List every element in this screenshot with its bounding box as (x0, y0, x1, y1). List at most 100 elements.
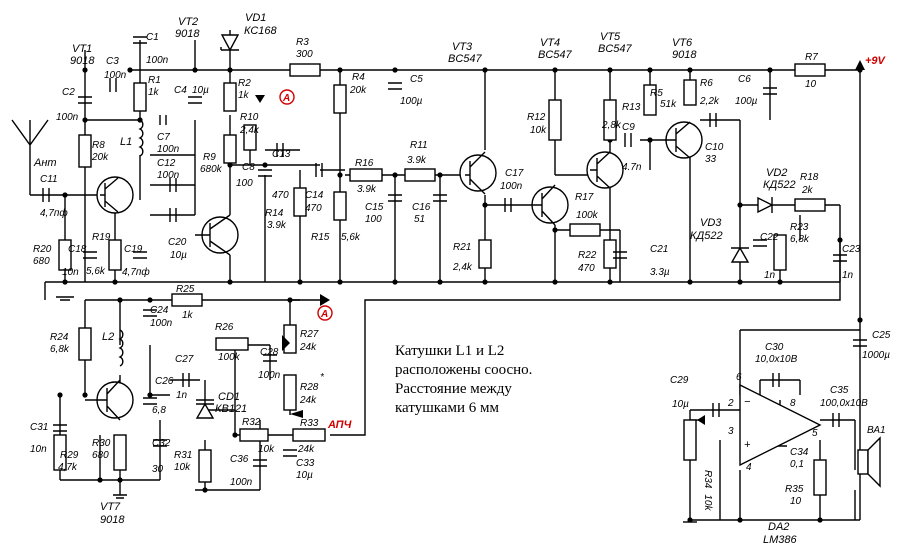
note-line-2: расположены соосно. (395, 362, 532, 378)
vd1-val: КС168 (244, 25, 278, 37)
c15-val: 100 (365, 214, 382, 225)
r12-val: 10k (530, 125, 547, 136)
r9-ref: R9 (203, 152, 216, 163)
c5-val: 100µ (400, 96, 423, 107)
diode-vd2 (757, 196, 774, 214)
c16-ref: C16 (412, 202, 431, 213)
capacitor-c25 (853, 339, 867, 347)
r1-ref: R1 (148, 75, 161, 86)
c34-ref: C34 (790, 447, 809, 458)
vt7-val: 9018 (100, 514, 125, 526)
r28-val: 24k (299, 395, 317, 406)
capacitor-c17 (504, 198, 512, 212)
resistor-r35 (813, 459, 827, 496)
vd2-ref: VD2 (766, 167, 787, 179)
resistor-r19 (108, 239, 122, 271)
c2-val: 100n (56, 112, 79, 123)
r8-val: 20k (91, 152, 109, 163)
capacitor-c19 (133, 251, 147, 259)
vt5-val: BC547 (598, 43, 633, 55)
capacitor-c20 (169, 208, 177, 222)
capacitor-c32 (153, 439, 167, 447)
r35-ref: R35 (785, 484, 804, 495)
vt3-val: BC547 (448, 53, 483, 65)
l2-ref: L2 (102, 331, 114, 343)
r17-val: 100k (576, 210, 599, 221)
capacitor-c13 (276, 143, 284, 157)
r27-val: 24k (299, 342, 317, 353)
capacitor-c18 (83, 251, 97, 259)
c11-val: 4,7пф (40, 207, 68, 219)
transistor-vt5 (586, 151, 624, 189)
r15-val: 5,6k (341, 232, 361, 243)
c9-ref: C9 (622, 122, 635, 133)
c20-ref: C20 (168, 237, 187, 248)
inductor-l1 (138, 119, 144, 157)
c21-val: 3.3µ (650, 267, 670, 278)
inductors (118, 119, 144, 367)
resistor-r21 (478, 239, 492, 269)
r19-ref: R19 (92, 232, 111, 243)
c7-ref: C7 (157, 132, 170, 143)
r29-val: 4,7k (58, 462, 78, 473)
resistor-r1 (133, 82, 147, 112)
r6-ref: R6 (700, 78, 713, 89)
capacitor-c2 (78, 96, 92, 104)
ic-type: LM386 (763, 534, 798, 546)
vt2-val: 9018 (175, 28, 200, 40)
c12-ref: C12 (157, 158, 176, 169)
r20-ref: R20 (33, 244, 52, 255)
transistor-vt4 (530, 184, 569, 226)
r14-val: 3.9k (267, 220, 287, 231)
c8-ref: C8 (242, 162, 255, 173)
r32-val: 10k (258, 444, 275, 455)
vd1-ref: VD1 (245, 12, 266, 24)
c28-val: 100n (258, 370, 281, 381)
resistor-r5 (643, 84, 657, 116)
capacitor-c29 (712, 403, 720, 417)
vt4-ref: VT4 (540, 37, 560, 49)
capacitor-c27 (182, 373, 190, 387)
c27-ref: C27 (175, 354, 194, 365)
r31-val: 10k (174, 462, 191, 473)
c29-val: 10µ (672, 399, 689, 410)
r26-val: 100k (218, 352, 241, 363)
resistor-r13 (603, 99, 617, 141)
afc-label: АПЧ (327, 419, 352, 431)
l1-ref: L1 (120, 136, 132, 148)
c10-val: 33 (705, 154, 717, 165)
vt1-val: 9018 (70, 55, 95, 67)
r28-ref: R28 (300, 382, 319, 393)
r5-ref-2: R5 (650, 88, 663, 99)
r13-val: 2,8k (601, 120, 622, 131)
resistor-r8 (78, 134, 92, 168)
note-line-4: катушками 6 мм (395, 400, 499, 416)
c11-ref: C11 (40, 174, 58, 185)
ic-pin5: 5 (812, 428, 818, 439)
resistor-r3 (289, 63, 321, 77)
marker-a-top: A (279, 89, 295, 105)
capacitor-c7 (159, 115, 167, 125)
c34-val: 0,1 (790, 459, 804, 470)
r10-val: 2,4k (239, 125, 260, 136)
c17-val: 100n (500, 181, 523, 192)
transistor-vt2 (195, 214, 239, 256)
resistor-r34 (683, 419, 697, 461)
resistor-r14 (293, 187, 307, 217)
resistor-r25 (171, 293, 203, 307)
c21-ref: C21 (650, 244, 668, 255)
c17-ref: C17 (505, 168, 524, 179)
c2-ref: C2 (62, 87, 75, 98)
c35-ref: C35 (830, 385, 849, 396)
resistors (53, 63, 827, 496)
r22-val: 470 (578, 263, 595, 274)
r2-ref: R2 (238, 78, 251, 89)
vt3-ref: VT3 (452, 41, 473, 53)
c3-ref: C3 (106, 56, 119, 67)
r23-ref: R23 (790, 222, 809, 233)
ic-pin8: 8 (790, 398, 796, 409)
c33-val: 10µ (296, 470, 313, 481)
c19-val: 4,7пф (122, 266, 150, 278)
ic-pin6: 6 (736, 372, 742, 383)
